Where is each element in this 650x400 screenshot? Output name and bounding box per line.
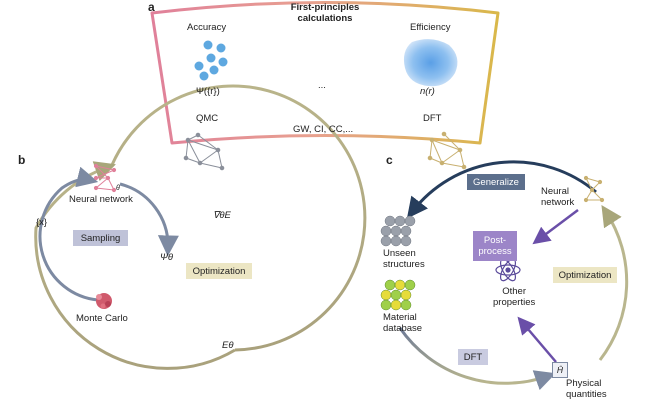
accuracy-dots-icon <box>194 40 228 81</box>
panel-b-inner-cycle-left <box>38 166 99 302</box>
x-set-label: {x} <box>36 217 48 228</box>
panel-a-frame <box>150 1 500 145</box>
physical-line1: Physical <box>566 378 602 389</box>
material-database-icon <box>380 279 416 311</box>
density-label: n(r) <box>420 86 435 97</box>
gradient-label: ∇θE <box>213 210 231 221</box>
post-process-box: Post- process <box>473 231 517 261</box>
panel-a-title: First-principles calculations <box>275 2 375 24</box>
neural-c-line2: network <box>541 197 575 208</box>
panel-b-inner-cycle-right <box>119 182 179 257</box>
post-process-line2: process <box>478 246 512 257</box>
panel-a-title-line1: First-principles <box>290 2 360 13</box>
psi-theta-label: Ψθ <box>160 252 174 263</box>
dft-label: DFT <box>423 113 442 124</box>
neural-network-c-icon <box>583 175 605 203</box>
material-database-label: Material database <box>383 312 422 334</box>
methods-label: GW, CI, CC,... <box>293 124 354 135</box>
other-properties-label: Other properties <box>493 286 535 308</box>
other-line1: Other <box>502 286 526 297</box>
energy-label: Eθ <box>222 340 234 351</box>
density-blob-icon <box>403 39 458 87</box>
monte-carlo-label: Monte Carlo <box>76 313 128 324</box>
panel-b-label: b <box>18 153 26 167</box>
material-line1: Material <box>383 312 417 323</box>
optimization-box-b: Optimization <box>186 263 252 279</box>
nn-to-properties-arrow <box>532 209 579 245</box>
unseen-structures-label: Unseen structures <box>383 248 425 270</box>
generalize-box: Generalize <box>467 174 525 190</box>
neural-network-c-label: Neural network <box>541 186 574 208</box>
other-line2: properties <box>493 297 536 308</box>
panel-b-outer-cycle-end <box>34 161 236 370</box>
unseen-structures-icon <box>380 215 416 247</box>
accuracy-label: Accuracy <box>187 22 227 33</box>
unseen-line2: structures <box>383 259 425 270</box>
qmc-label: QMC <box>196 113 219 124</box>
post-process-line1: Post- <box>483 235 507 246</box>
panel-a-label: a <box>148 0 155 14</box>
sampling-box: Sampling <box>73 230 128 246</box>
optimization-box-c: Optimization <box>553 267 617 283</box>
panel-b-outer-cycle <box>110 84 367 352</box>
neural-network-label: Neural network <box>69 194 133 205</box>
physical-to-properties-arrow <box>517 316 557 363</box>
network-connector-right-icon <box>427 131 467 170</box>
dft-box-c: DFT <box>458 349 488 365</box>
ellipsis-label: ... <box>318 80 326 91</box>
monte-carlo-cluster-icon <box>96 293 112 309</box>
physical-line2: quantities <box>566 389 607 400</box>
panel-c-right-arc <box>598 204 629 361</box>
wavefunction-label: Ψ({r}) <box>196 86 220 97</box>
panel-a-title-line2: calculations <box>297 13 353 24</box>
panel-c-label: c <box>386 153 393 167</box>
material-line2: database <box>383 323 423 334</box>
panel-c-top-arc <box>406 160 597 219</box>
theta-sub-label: θ <box>116 185 120 192</box>
network-connector-left-icon <box>183 132 225 171</box>
hamiltonian-box: Ĥ <box>552 362 568 378</box>
neural-network-icon <box>93 163 117 193</box>
efficiency-label: Efficiency <box>410 22 451 33</box>
panel-c-bottom-arc <box>398 327 556 391</box>
unseen-line1: Unseen <box>383 248 416 259</box>
neural-c-line1: Neural <box>541 186 569 197</box>
physical-quantities-label: Physical quantities <box>566 378 607 400</box>
